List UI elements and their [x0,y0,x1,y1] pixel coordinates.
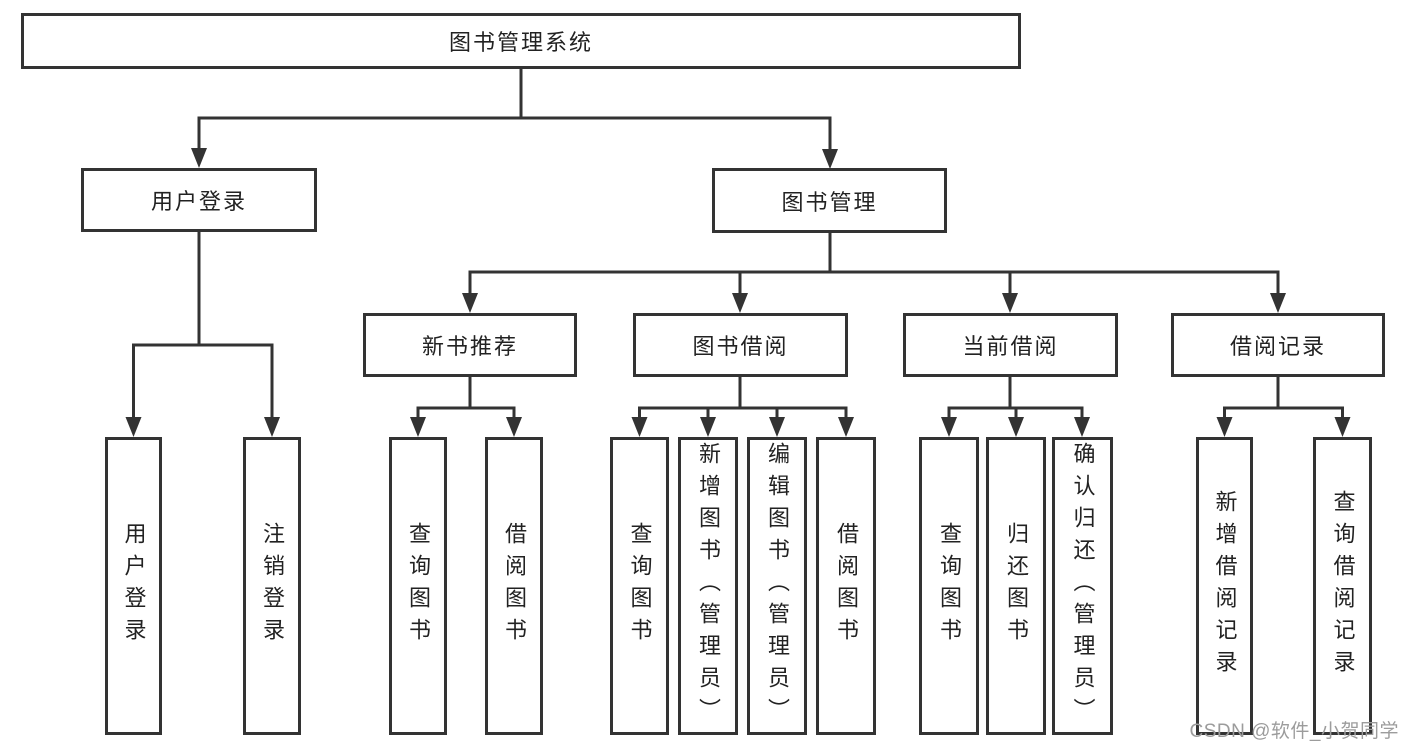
leaf-add-book-admin: 新增图书（管理员） [678,437,738,735]
leaf-borrow-book-recommend: 借阅图书 [485,437,543,735]
leaf-logout: 注销登录 [243,437,301,735]
leaf-return-book: 归还图书 [986,437,1046,735]
node-borrow-records: 借阅记录 [1171,313,1385,377]
node-current-borrow: 当前借阅 [903,313,1118,377]
node-root-system: 图书管理系统 [21,13,1021,69]
node-book-borrow: 图书借阅 [633,313,848,377]
leaf-query-borrow-record: 查询借阅记录 [1313,437,1372,735]
leaf-edit-book-admin: 编辑图书（管理员） [747,437,807,735]
watermark: CSDN @软件_小贺同学 [1189,721,1399,742]
leaf-query-book-borrow: 查询图书 [610,437,669,735]
node-new-book-recommend: 新书推荐 [363,313,577,377]
leaf-query-book-recommend: 查询图书 [389,437,447,735]
node-book-management: 图书管理 [712,168,947,233]
leaf-query-book-current: 查询图书 [919,437,979,735]
leaf-borrow-book: 借阅图书 [816,437,876,735]
leaf-confirm-return-admin: 确认归还（管理员） [1052,437,1113,735]
leaf-user-login: 用户登录 [105,437,162,735]
leaf-add-borrow-record: 新增借阅记录 [1196,437,1253,735]
node-user-login: 用户登录 [81,168,317,232]
